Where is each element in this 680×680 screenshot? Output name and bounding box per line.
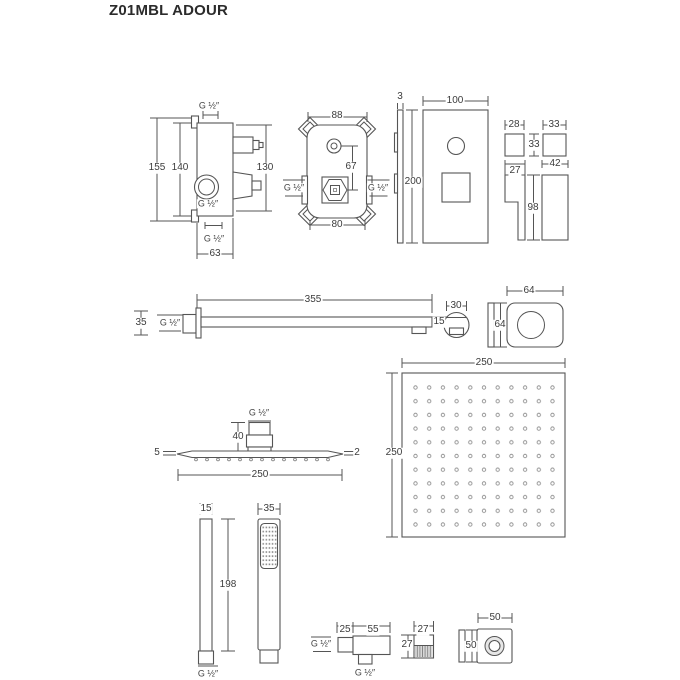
dim-42: 42 xyxy=(548,157,562,170)
dim-3: 3 xyxy=(396,90,404,103)
shower-head-face-drawing xyxy=(386,358,566,538)
handle-front xyxy=(541,174,569,241)
dim-50-left: 50 xyxy=(464,639,478,652)
dim-130: 130 xyxy=(255,161,275,174)
wall-flange-drawing xyxy=(458,613,513,664)
thread-label-elbow-in: G ½″ xyxy=(309,638,333,649)
wall-plate-drawing xyxy=(393,96,489,244)
valve-side-view-drawing xyxy=(150,111,272,259)
dim-200: 200 xyxy=(403,175,423,188)
dim-63: 63 xyxy=(208,247,222,260)
dim-33-vertical: 33 xyxy=(527,138,541,151)
knob-and-handle-drawing xyxy=(504,120,569,241)
dim-15-arm: 15 xyxy=(432,315,446,328)
dim-250-head-side: 250 xyxy=(250,468,270,481)
product-title: Z01MBL ADOUR xyxy=(109,2,229,19)
thread-label-hand: G ½″ xyxy=(196,668,220,679)
dim-140: 140 xyxy=(170,161,190,174)
thread-label-front-left: G ½″ xyxy=(282,182,306,193)
thread-label-front-right: G ½″ xyxy=(366,182,390,193)
dim-80: 80 xyxy=(330,218,344,231)
thread-label-valve-top: G ½″ xyxy=(197,100,221,111)
thread-label-valve-bottom: G ½″ xyxy=(202,233,226,244)
dim-25: 25 xyxy=(338,623,352,636)
dim-33-horizontal: 33 xyxy=(547,118,561,131)
thread-label-arm: G ½″ xyxy=(158,317,182,328)
dim-198: 198 xyxy=(218,578,238,591)
head-profile xyxy=(176,450,344,459)
elbow-body xyxy=(352,635,391,656)
dim-88: 88 xyxy=(330,109,344,122)
dim-40: 40 xyxy=(231,430,245,443)
shower-head-side-drawing xyxy=(163,420,356,481)
arm-escutcheon xyxy=(506,302,564,348)
dim-250-face-left: 250 xyxy=(384,446,404,459)
dim-250-face-top: 250 xyxy=(474,356,494,369)
shower-arm-drawing xyxy=(134,286,564,348)
dim-50-top: 50 xyxy=(488,611,502,624)
wall-elbow-drawing xyxy=(311,621,435,665)
dim-15-hand: 15 xyxy=(199,502,213,515)
dim-27-handle: 27 xyxy=(508,164,522,177)
dim-355: 355 xyxy=(303,293,323,306)
dim-30: 30 xyxy=(449,299,463,312)
valve-body-front xyxy=(306,124,368,219)
dim-28: 28 xyxy=(507,118,521,131)
dim-64-top: 64 xyxy=(522,284,536,297)
dim-98: 98 xyxy=(526,201,540,214)
dim-155: 155 xyxy=(147,161,167,174)
dim-67: 67 xyxy=(344,160,358,173)
thread-label-head: G ½″ xyxy=(247,407,271,418)
hand-shower-side xyxy=(199,518,213,652)
dim-27-elbow-top: 27 xyxy=(416,623,430,636)
arm-tube xyxy=(200,316,433,328)
dim-64-left: 64 xyxy=(493,318,507,331)
dim-55: 55 xyxy=(366,623,380,636)
cartridge-square xyxy=(321,176,349,204)
valve-front-view-drawing xyxy=(283,112,390,230)
thread-label-elbow-out: G ½″ xyxy=(353,667,377,678)
dim-27-elbow-left: 27 xyxy=(400,638,414,651)
handle-side xyxy=(504,174,526,241)
dim-100: 100 xyxy=(445,94,465,107)
nozzles xyxy=(194,457,330,462)
dim-5: 5 xyxy=(153,446,161,459)
thread-label-valve-outlet: G ½″ xyxy=(196,198,220,209)
dim-35-arm: 35 xyxy=(134,316,148,329)
hand-shower-drawing xyxy=(197,503,281,667)
dim-2: 2 xyxy=(353,446,361,459)
dim-35-hand: 35 xyxy=(262,502,276,515)
